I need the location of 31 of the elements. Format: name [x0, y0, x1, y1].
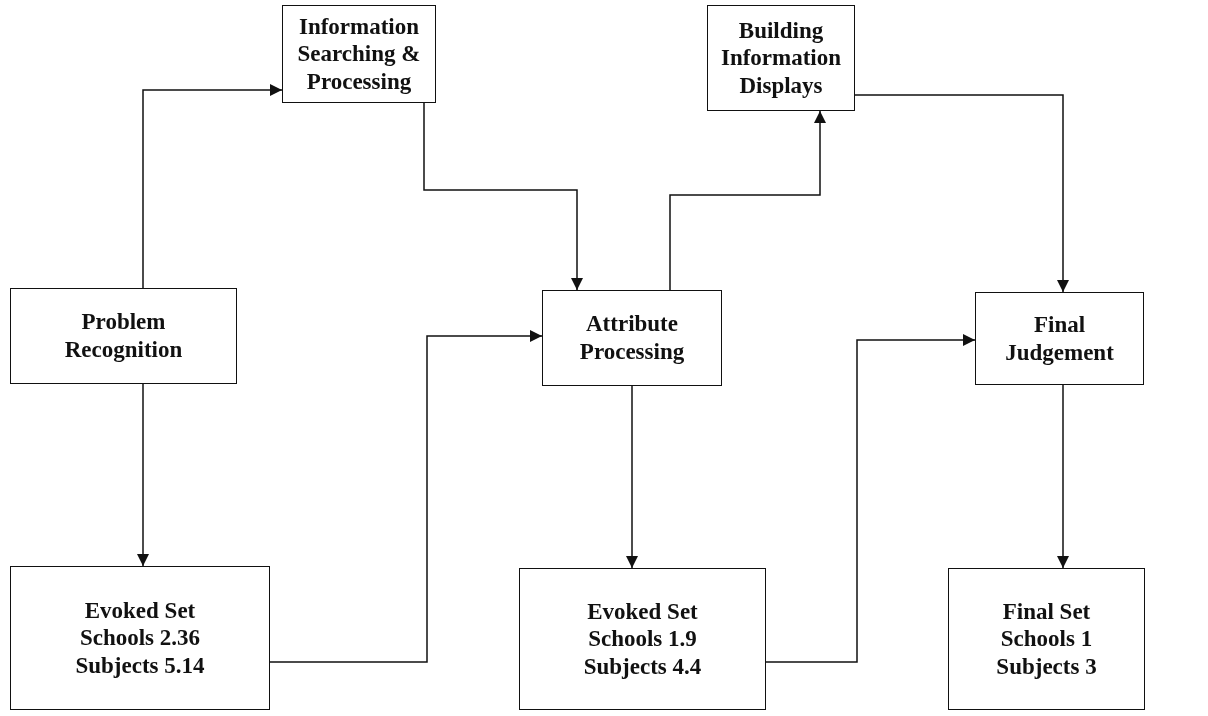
arrow [1057, 384, 1069, 569]
process-box [10, 288, 237, 384]
arrow [142, 84, 283, 289]
box-label: Building Information Displays [719, 16, 843, 100]
process-box [10, 566, 270, 710]
arrow [423, 102, 583, 291]
box-label: Subjects 3 [996, 652, 1097, 681]
box-label: Problem Recognition [63, 308, 184, 364]
process-box [282, 5, 436, 103]
process-box [948, 568, 1145, 710]
arrow [137, 383, 149, 567]
arrow [854, 94, 1069, 293]
box-label: Evoked Set [84, 596, 196, 625]
box-label: Schools 1.9 [588, 625, 697, 653]
box-label: Final Set [1002, 597, 1091, 626]
arrow [765, 334, 976, 663]
box-label: Attribute Processing [578, 310, 686, 366]
box-label: Schools 1 [1000, 625, 1093, 653]
box-label: Schools 2.36 [79, 624, 201, 652]
process-box [519, 568, 766, 710]
box-label: Final Judgement [1004, 310, 1115, 367]
arrow [626, 385, 638, 569]
box-label: Evoked Set [587, 597, 698, 626]
arrow [669, 110, 826, 291]
arrow [269, 330, 543, 663]
process-box [975, 292, 1144, 385]
process-box [707, 5, 855, 111]
box-label: Subjects 5.14 [75, 651, 205, 680]
box-label: Information Searching & Processing [296, 12, 422, 96]
box-label: Subjects 4.4 [583, 652, 702, 681]
process-box [542, 290, 722, 386]
